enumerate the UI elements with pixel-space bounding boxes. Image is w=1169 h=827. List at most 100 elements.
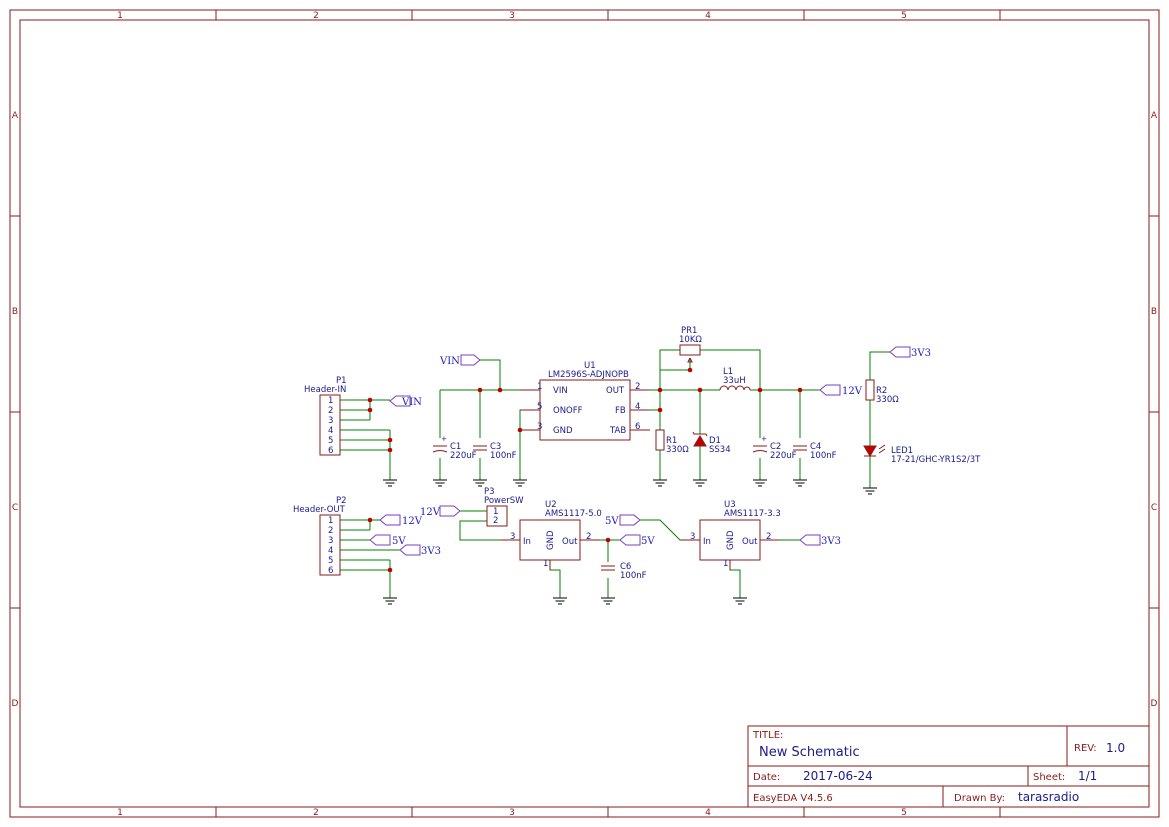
pin-name: VIN	[553, 386, 568, 396]
pin-number: 4	[328, 426, 333, 436]
pin-name: GND	[726, 530, 736, 550]
sheet-label: Sheet:	[1033, 772, 1065, 783]
pin-number: 1	[543, 559, 548, 569]
ground-icon	[863, 487, 877, 495]
ground-icon	[733, 597, 747, 605]
l1-inductor[interactable]: L1 33uH	[719, 367, 751, 391]
net-flag-5v-u2[interactable]: 5V	[619, 534, 655, 547]
net-flag-5v-u3[interactable]: 5V	[605, 514, 641, 527]
net-label: 12V	[402, 516, 423, 527]
r2-resistor[interactable]: R2 330Ω	[865, 379, 899, 405]
ref-label: U1	[584, 361, 596, 371]
ref-label: C6	[620, 562, 631, 572]
pin-number: 2	[766, 532, 771, 542]
c6-capacitor[interactable]: C6 100nF	[601, 562, 647, 581]
zone-markers: 1 2 3 4 5 1 2 3 4 5 A B C D A B C D	[12, 11, 1158, 818]
pin-name: Out	[562, 537, 578, 547]
pin-number: 5	[328, 436, 333, 446]
net-label: 3V3	[911, 348, 931, 359]
ref-label: C2	[770, 442, 781, 452]
ref-label: C4	[810, 442, 821, 452]
pin-number: 6	[328, 566, 333, 576]
value-label: 10KΩ	[679, 335, 702, 345]
value-label: 220uF	[770, 451, 797, 461]
drawn-by-value: tarasradio	[1018, 790, 1079, 804]
led1-diode[interactable]: LED1 17-21/GHC-YR1S2/3T	[863, 444, 981, 465]
ground-icon	[601, 597, 615, 605]
net-label: VIN	[439, 356, 460, 367]
ref-label: LED1	[891, 446, 913, 456]
value-label: 33uH	[723, 376, 746, 386]
c3-capacitor[interactable]: C3 100nF	[473, 442, 517, 461]
zone-row: A	[1151, 111, 1158, 121]
net-flag-vin-p1[interactable]: VIN	[389, 395, 422, 408]
ref-label: R2	[876, 386, 887, 396]
u3-ldo[interactable]: U3 AMS1117-3.3 3 In 2 Out GND 1	[680, 500, 781, 570]
software-label: EasyEDA V4.5.6	[753, 793, 833, 804]
net-flag-3v3-u3[interactable]: 3V3	[799, 534, 841, 547]
ground-icon	[433, 479, 447, 487]
zone-col: 4	[705, 808, 711, 818]
pin-number: 6	[328, 446, 333, 456]
value-label: Header-IN	[304, 385, 346, 395]
zone-col: 1	[117, 808, 123, 818]
ref-label: P3	[484, 487, 495, 497]
pin-name: OUT	[606, 386, 625, 396]
ground-icon	[553, 597, 567, 605]
p1-header[interactable]: P1 Header-IN 1 2 3 4 5 6	[304, 376, 347, 456]
ground-icon	[513, 479, 527, 487]
value-label: SS34	[709, 445, 731, 455]
net-flag-12v-out[interactable]: 12V	[819, 384, 863, 397]
ground-icon	[653, 479, 667, 487]
c1-capacitor[interactable]: + C1 220uF	[432, 435, 477, 461]
u1-regulator[interactable]: U1 LM2596S-ADJNOPB 1 VIN 5 ONOFF 3 GND 2…	[520, 361, 650, 441]
d1-diode[interactable]: D1 SS34	[692, 431, 731, 455]
pr1-potentiometer[interactable]: PR1 10KΩ	[679, 326, 702, 363]
title-label: TITLE:	[752, 730, 783, 741]
ref-label: U2	[545, 500, 557, 510]
pin-number: 1	[328, 516, 333, 526]
net-flag-5v-p2[interactable]: 5V	[369, 534, 406, 547]
c4-capacitor[interactable]: C4 100nF	[793, 442, 837, 461]
value-label: AMS1117-5.0	[545, 509, 602, 519]
ref-label: PR1	[681, 326, 697, 336]
value-label: PowerSW	[484, 496, 524, 506]
pin-name: TAB	[609, 426, 626, 436]
pin-number: 3	[328, 416, 333, 426]
zone-col: 1	[117, 11, 123, 21]
zone-row: B	[1151, 307, 1157, 317]
net-flag-12v-p2[interactable]: 12V	[379, 514, 423, 527]
p3-power-switch[interactable]: P3 PowerSW 1 2	[484, 487, 524, 527]
net-label: 3V3	[821, 536, 841, 547]
zone-col: 3	[509, 11, 515, 21]
net-flag-3v3-p2[interactable]: 3V3	[399, 544, 441, 557]
net-flag-12v-p3[interactable]: 12V	[420, 505, 461, 518]
title-block: TITLE: New Schematic REV: 1.0 Date: 2017…	[747, 725, 1150, 808]
zone-row: D	[1151, 699, 1158, 709]
zone-row: A	[12, 111, 19, 121]
ref-label: C1	[450, 442, 461, 452]
net-flag-vin-top[interactable]: VIN	[439, 354, 481, 367]
net-label: 12V	[842, 386, 863, 397]
value-label: 330Ω	[666, 445, 689, 455]
pin-number: 5	[328, 556, 333, 566]
pin-number: 3	[328, 536, 333, 546]
c2-capacitor[interactable]: + C2 220uF	[752, 435, 797, 461]
value-label: Header-OUT	[293, 505, 346, 515]
pin-number: 4	[328, 546, 333, 556]
ref-label: R1	[666, 436, 677, 446]
ground-icon	[693, 479, 707, 487]
zone-col: 2	[313, 808, 319, 818]
zone-row: C	[1151, 503, 1157, 513]
pin-name: FB	[615, 406, 626, 416]
p2-header[interactable]: P2 Header-OUT 1 2 3 4 5 6	[293, 496, 347, 576]
ground-icon	[793, 479, 807, 487]
pin-number: 2	[635, 382, 640, 392]
ground-icon	[383, 597, 397, 605]
net-flag-3v3-led[interactable]: 3V3	[889, 346, 931, 359]
ref-label: U3	[724, 500, 736, 510]
pin-name: GND	[546, 530, 556, 550]
r1-resistor[interactable]: R1 330Ω	[655, 429, 689, 455]
u2-ldo[interactable]: U2 AMS1117-5.0 3 In 2 Out GND 1	[500, 500, 602, 570]
